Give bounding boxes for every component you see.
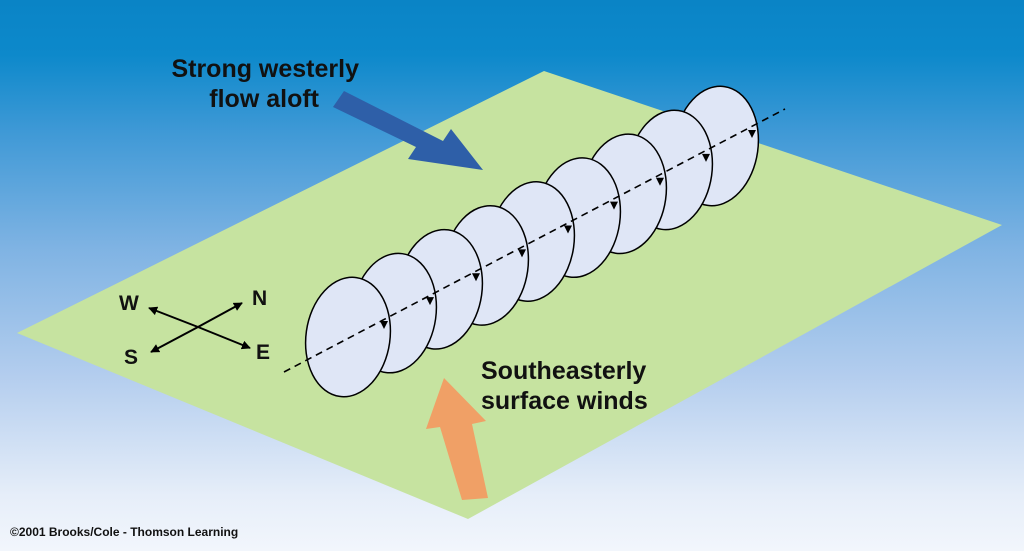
compass-label-west: W	[119, 292, 139, 315]
rotation-arrowhead	[564, 225, 572, 234]
rotation-arrowhead	[426, 297, 434, 306]
compass-arrow-east	[197, 326, 251, 350]
roll-axis-line	[283, 108, 786, 373]
compass-arrow-south	[150, 326, 199, 353]
surface-wind-arrow	[426, 378, 488, 500]
compass-label-south: S	[124, 346, 139, 369]
roll-vortex	[304, 276, 392, 398]
aloft-flow-label: Strong westerly flow aloft	[163, 54, 359, 114]
aloft-flow-label-line2: flow aloft	[209, 85, 319, 113]
rotation-arrowhead	[702, 153, 710, 162]
rotation-arrowhead	[656, 177, 664, 186]
aloft-flow-label-line1: Strong westerly	[171, 55, 359, 83]
copyright-notice: ©2001 Brooks/Cole - Thomson Learning	[10, 525, 239, 539]
rotation-arrows	[380, 130, 756, 329]
rotation-arrowhead	[472, 273, 480, 282]
surface-wind-label-line2: surface winds	[481, 387, 648, 415]
horizontal-rolls	[304, 85, 760, 398]
compass-label-east: E	[256, 341, 271, 364]
compass-arrow-north	[197, 302, 243, 328]
rotation-arrowhead	[748, 130, 756, 138]
compass-arrow-west	[148, 306, 199, 328]
surface-wind-label-line1: Southeasterly	[481, 357, 647, 385]
surface-wind-label: Southeasterly surface winds	[481, 356, 648, 416]
rotation-arrowhead	[518, 249, 526, 258]
compass-label-north: N	[252, 287, 268, 310]
aloft-flow-arrow	[333, 91, 483, 170]
compass	[148, 302, 251, 353]
rotation-arrowhead	[380, 321, 388, 329]
rotation-arrowhead	[610, 201, 618, 210]
